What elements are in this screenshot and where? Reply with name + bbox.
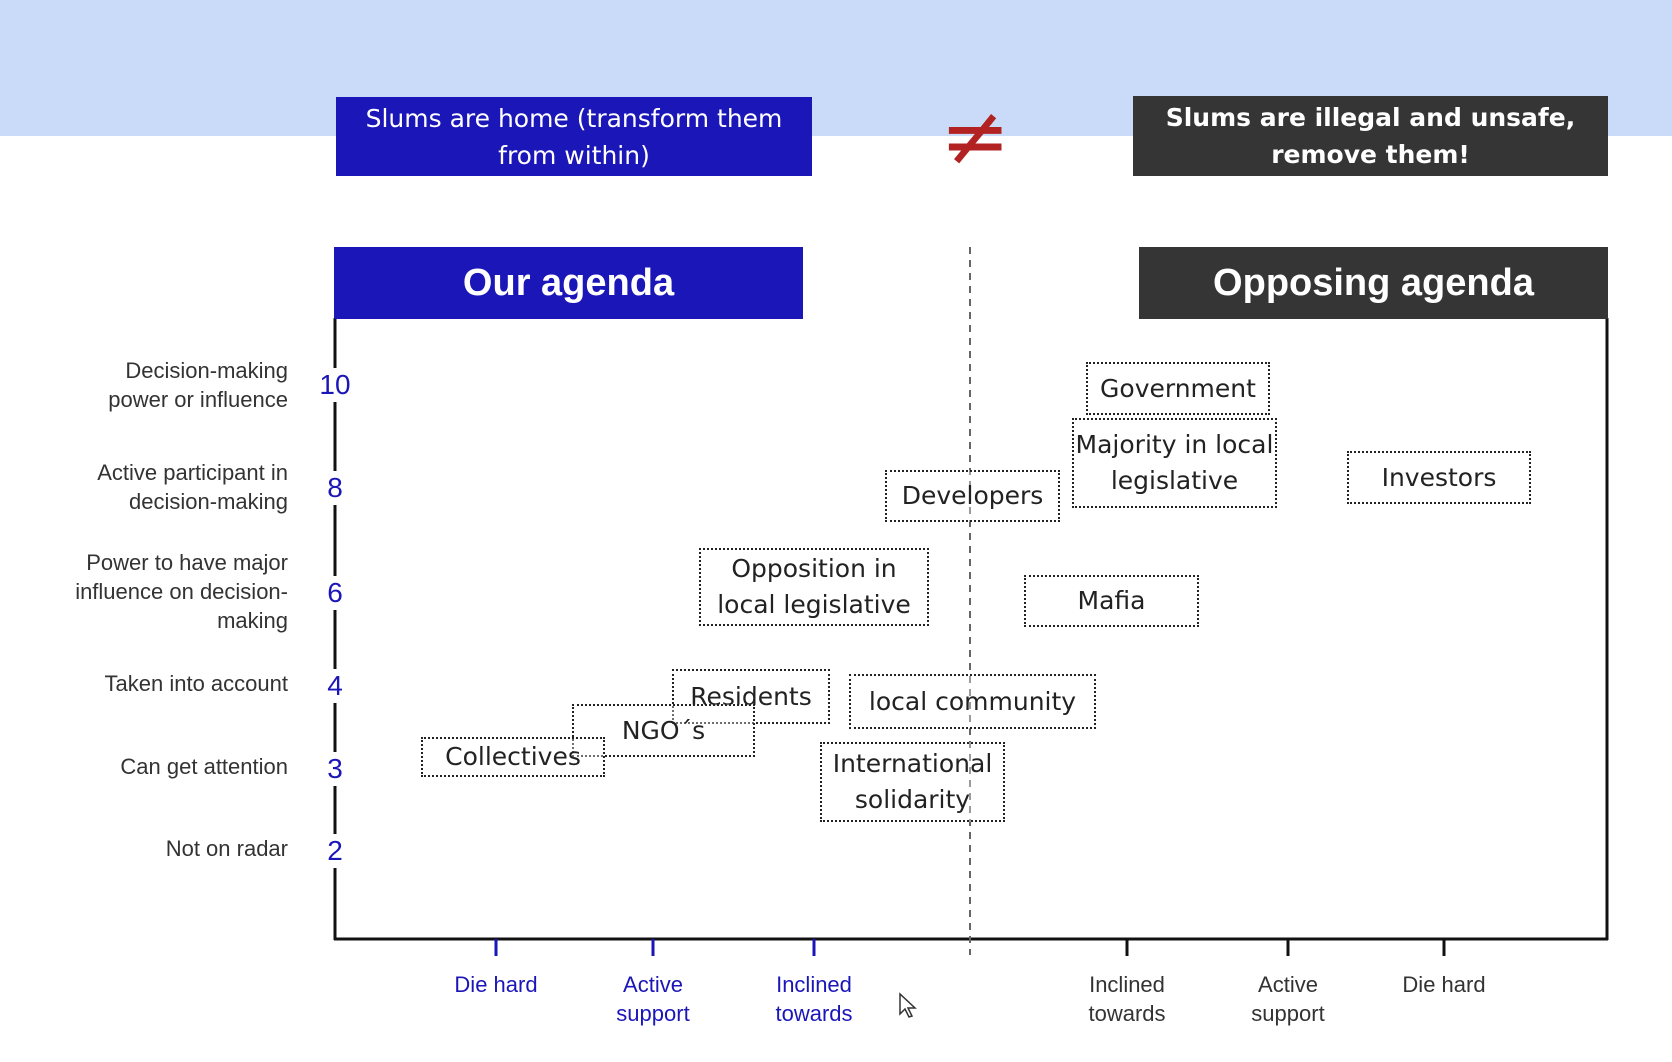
our-premise: Slums are home (transform them from with…	[336, 97, 812, 176]
our-agenda-header: Our agenda	[334, 247, 803, 319]
level-number-10: 10	[318, 368, 352, 402]
level-number-4: 4	[318, 669, 352, 703]
level-label-10: Decision-making power or influence	[108, 358, 288, 412]
stakeholder-international-solidarity[interactable]: International solidarity	[820, 742, 1005, 822]
x-label-our-die-hard: Die hard	[454, 972, 538, 997]
x-label-our-inclined-towards: Inclined towards	[775, 972, 853, 1026]
level-label-2: Not on radar	[165, 836, 288, 861]
opposing-premise: Slums are illegal and unsafe, remove the…	[1133, 96, 1608, 176]
x-label-our-active-support: Active support	[616, 972, 690, 1026]
opposing-agenda-header: Opposing agenda	[1139, 247, 1608, 319]
stakeholder-investors[interactable]: Investors	[1347, 451, 1531, 504]
stakeholder-opposition-local-legislative[interactable]: Opposition in local legislative	[699, 548, 929, 626]
x-label-opp-die-hard: Die hard	[1402, 972, 1486, 997]
stakeholder-government[interactable]: Government	[1086, 362, 1270, 415]
x-label-opp-active-support: Active support	[1251, 972, 1325, 1026]
stakeholder-local-community[interactable]: local community	[849, 674, 1096, 729]
mouse-cursor-icon	[899, 992, 917, 1018]
level-label-6: Power to have major influence on decisio…	[75, 550, 288, 633]
level-number-8: 8	[318, 471, 352, 505]
stakeholder-developers[interactable]: Developers	[885, 470, 1060, 522]
stakeholder-collectives[interactable]: Collectives	[421, 737, 605, 777]
level-number-3: 3	[318, 752, 352, 786]
stakeholder-mafia[interactable]: Mafia	[1024, 575, 1199, 627]
level-number-6: 6	[318, 576, 352, 610]
level-number-2: 2	[318, 834, 352, 868]
level-label-3: Can get attention	[120, 754, 288, 779]
stakeholder-majority-local-legislative[interactable]: Majority in local legislative	[1072, 418, 1277, 508]
x-label-opp-inclined-towards: Inclined towards	[1088, 972, 1166, 1026]
not-equal-icon: ≠	[940, 87, 1011, 185]
level-label-8: Active participant in decision-making	[97, 460, 288, 514]
stakeholder-ngos[interactable]: NGO´s	[572, 704, 755, 757]
level-label-4: Taken into account	[104, 671, 288, 696]
